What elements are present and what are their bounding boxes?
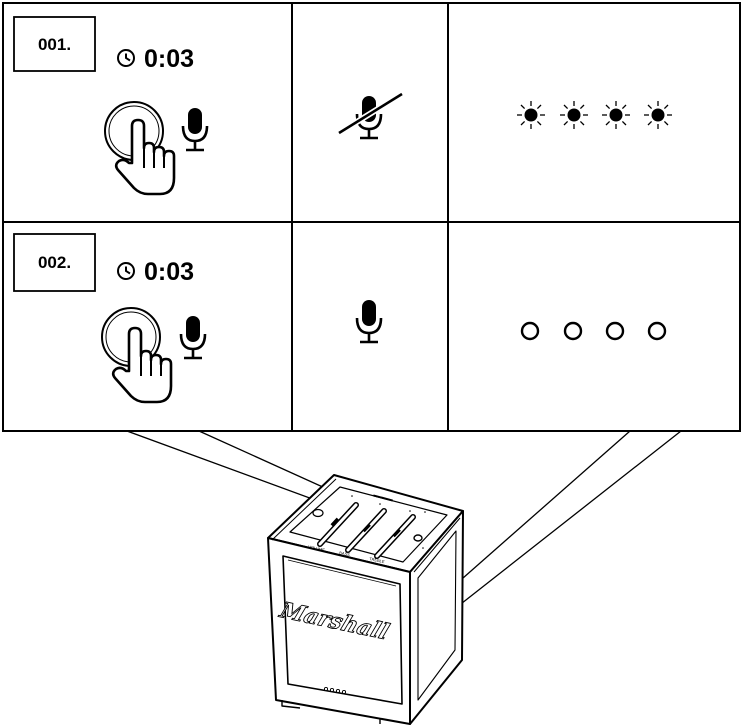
speaker-device <box>267 474 464 725</box>
slider-label-volume: VOLUME <box>308 544 326 552</box>
led-off-icon <box>647 321 667 341</box>
step-number-box <box>13 233 96 292</box>
step-row-2: 002. 0:03 <box>13 233 667 404</box>
led-flashing-icon <box>559 100 589 130</box>
led-flashing-icon <box>516 100 546 130</box>
step-row-1: 001. 0:03 <box>13 16 673 196</box>
slider-label-treble: TREBLE <box>369 556 386 564</box>
press-button-gesture <box>104 101 176 196</box>
led-flashing-icon <box>643 100 673 130</box>
slider-label-bass: BASS <box>339 550 351 557</box>
mic-button-icon <box>413 534 423 542</box>
led-off-icon <box>520 321 540 341</box>
led-off-icon <box>605 321 625 341</box>
speaker-grille <box>282 555 403 705</box>
top-panel-label <box>373 494 393 502</box>
timer-duration: 0:03 <box>144 45 194 73</box>
front-led-row <box>323 686 347 695</box>
step-number: 002. <box>38 253 71 272</box>
speaker-side-face <box>409 510 464 725</box>
timer-duration: 0:03 <box>144 258 194 286</box>
press-button-gesture <box>101 307 173 404</box>
step-number: 001. <box>38 35 71 54</box>
step-number-box <box>13 16 96 72</box>
power-button-icon <box>312 508 324 518</box>
led-flashing-icon <box>601 100 631 130</box>
instruction-table <box>2 2 741 432</box>
microphone-muted-icon <box>337 91 404 140</box>
volume-slider <box>317 502 359 547</box>
led-off-icon <box>563 321 583 341</box>
